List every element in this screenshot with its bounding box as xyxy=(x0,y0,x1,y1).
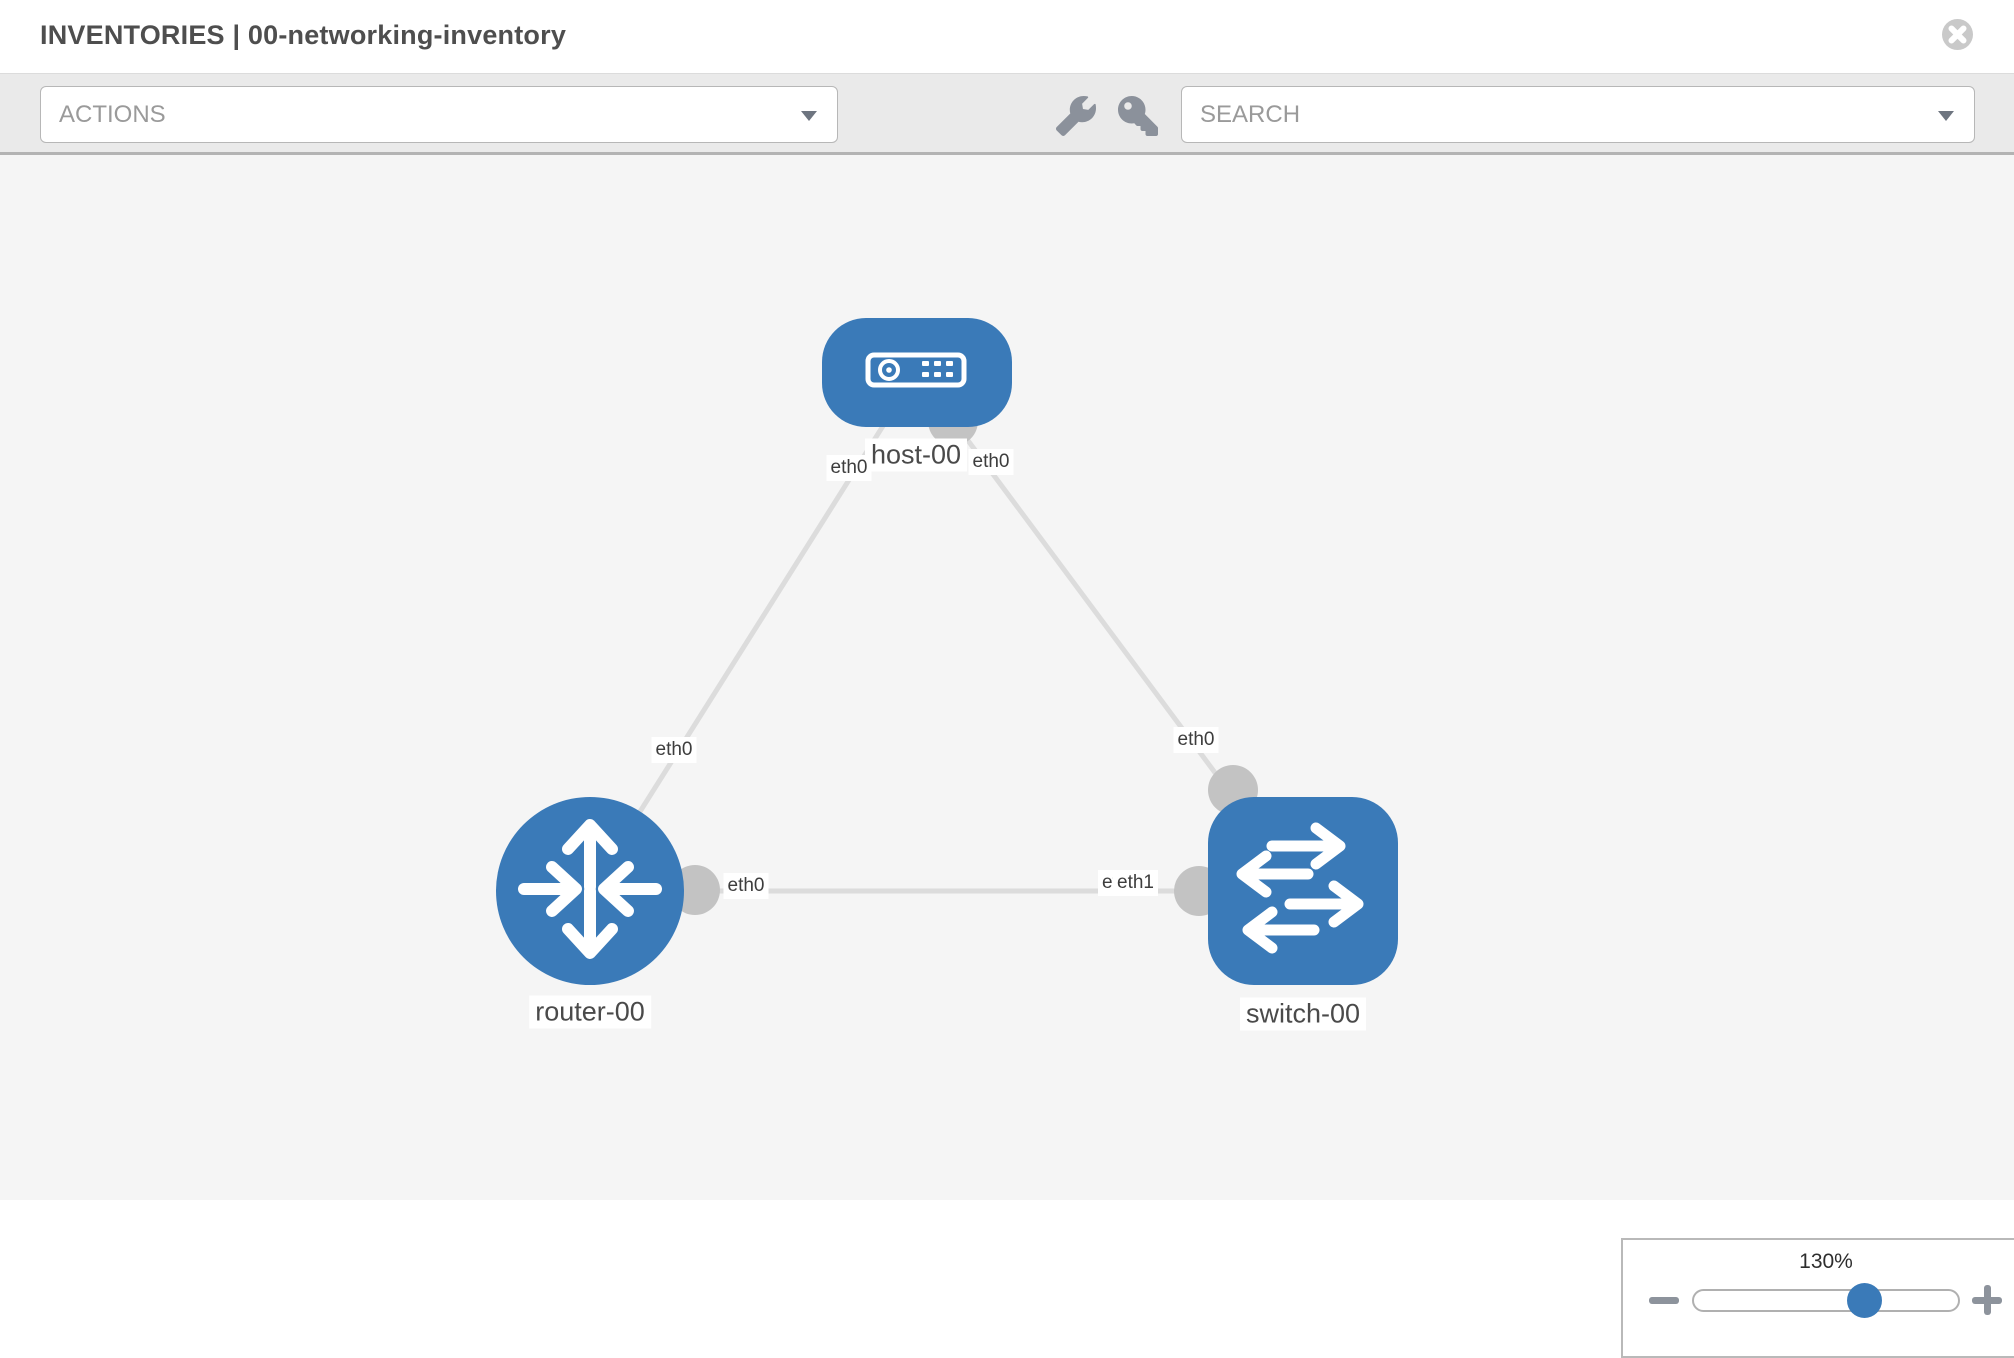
topology-canvas[interactable]: host-00 router-00 switch-00 eth0 eth0 et… xyxy=(0,155,2014,1358)
zoom-slider-track[interactable] xyxy=(1692,1289,1960,1312)
credentials-button[interactable] xyxy=(1116,95,1160,141)
eth-label-router-to-switch: eth0 xyxy=(723,873,769,899)
zoom-panel: 130% xyxy=(1621,1238,2014,1358)
wrench-icon xyxy=(1056,95,1096,141)
eth-label-host-to-switch: eth0 xyxy=(968,449,1014,475)
plus-icon xyxy=(1984,1285,1991,1315)
zoom-out-button[interactable] xyxy=(1648,1284,1680,1316)
zoom-in-button[interactable] xyxy=(1971,1284,2003,1316)
toolbar: ACTIONS SEARCH xyxy=(0,73,2014,155)
topology-links-layer xyxy=(587,370,1306,916)
node-label-router-00: router-00 xyxy=(529,995,651,1029)
node-router-00[interactable] xyxy=(496,797,684,985)
header: INVENTORIES | 00-networking-inventory xyxy=(0,0,2014,73)
eth-label-host-to-router: eth0 xyxy=(826,455,872,481)
node-switch-00[interactable] xyxy=(1208,797,1398,985)
zoom-level: 130% xyxy=(1799,1250,1853,1273)
chevron-down-icon xyxy=(1938,110,1954,121)
close-button[interactable] xyxy=(1941,18,1974,51)
search-dropdown[interactable]: SEARCH xyxy=(1181,86,1975,143)
node-host-00[interactable] xyxy=(822,318,1012,427)
zoom-slider-handle[interactable] xyxy=(1847,1283,1882,1318)
actions-dropdown[interactable]: ACTIONS xyxy=(40,86,838,143)
eth-label-switch-to-router: eth1 xyxy=(1113,870,1158,896)
key-icon xyxy=(1118,95,1158,141)
router-icon xyxy=(496,795,684,988)
close-icon xyxy=(1941,19,1974,55)
search-dropdown-label: SEARCH xyxy=(1200,100,1301,128)
chevron-down-icon xyxy=(801,110,817,121)
configure-button[interactable] xyxy=(1054,95,1098,141)
node-label-switch-00: switch-00 xyxy=(1239,997,1367,1031)
page-title: INVENTORIES | 00-networking-inventory xyxy=(40,20,567,50)
switch-icon xyxy=(1208,795,1398,988)
minus-icon xyxy=(1649,1297,1679,1304)
node-label-host-00: host-00 xyxy=(864,438,968,472)
eth-label-switch-to-host: eth0 xyxy=(1173,727,1219,753)
actions-dropdown-label: ACTIONS xyxy=(59,100,166,128)
host-icon xyxy=(822,316,1012,430)
eth-label-router-to-host: eth0 xyxy=(651,737,697,763)
